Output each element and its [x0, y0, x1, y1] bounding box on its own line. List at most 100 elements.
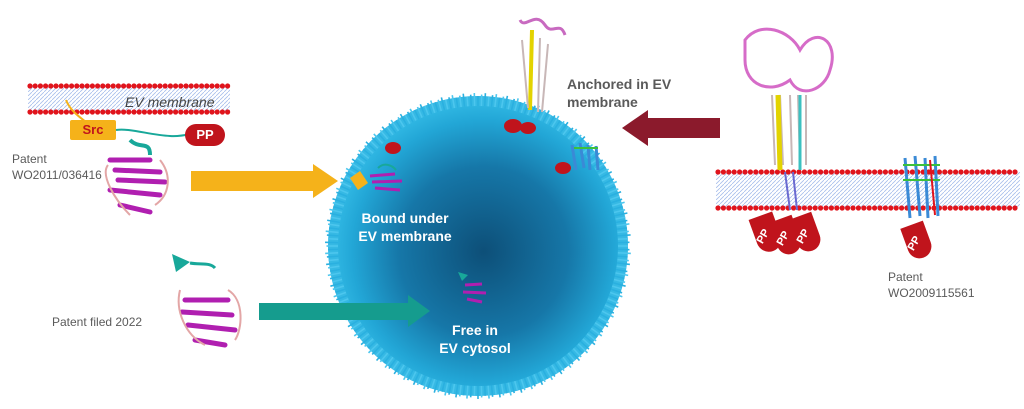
lipid-head — [43, 83, 49, 89]
lipid-head — [37, 109, 44, 115]
lipid-head — [167, 109, 173, 115]
lipid-head — [764, 169, 770, 175]
lipid-head — [796, 169, 802, 175]
lipid-head — [877, 169, 883, 175]
anchored-label-line2: membrane — [567, 94, 638, 110]
lipid-head — [1001, 205, 1007, 211]
lipid-head — [791, 205, 797, 211]
lipid-head — [74, 83, 80, 89]
bound-label-line1: Bound under — [361, 210, 449, 226]
lipid-head — [225, 109, 231, 115]
lipid-head — [131, 83, 137, 89]
lipid-head — [877, 205, 883, 211]
lipid-head — [780, 169, 786, 175]
lipid-head — [89, 109, 95, 115]
patent-right-title: Patent — [888, 270, 923, 284]
lipid-head — [84, 83, 90, 89]
lipid-head — [115, 83, 121, 89]
patent-filed-label: Patent filed 2022 — [52, 315, 143, 329]
lipid-head — [147, 109, 153, 115]
src-label: Src — [82, 122, 104, 137]
lipid-head — [855, 205, 862, 211]
lipid-head — [178, 109, 184, 115]
lipid-head — [926, 169, 932, 175]
lipid-head — [193, 83, 199, 89]
lipid-head — [136, 83, 142, 89]
lipid-head — [58, 83, 64, 89]
lipid-head — [1007, 169, 1013, 175]
lipid-head — [845, 205, 851, 211]
lipid-head — [947, 205, 953, 211]
lipid-head — [43, 109, 49, 115]
lipid-head — [209, 83, 215, 89]
lipid-head — [105, 109, 111, 115]
lipid-head — [110, 83, 116, 89]
pp-label-left: PP — [196, 127, 214, 142]
lipid-head — [866, 205, 872, 211]
lipid-head — [845, 169, 851, 175]
lipid-head — [204, 109, 210, 115]
lipid-head — [147, 83, 153, 89]
free-label-line2: EV cytosol — [439, 340, 511, 356]
patent-left-number: WO2011/036416 — [12, 168, 102, 182]
lipid-head — [173, 83, 179, 89]
lipid-head — [953, 169, 959, 175]
lipid-head — [920, 205, 926, 211]
lipid-head — [209, 109, 215, 115]
anchored-label-line1: Anchored in EV — [567, 76, 672, 92]
lipid-head — [828, 169, 835, 175]
lipid-head — [79, 109, 85, 115]
lipid-head — [969, 169, 975, 175]
lipid-head — [100, 83, 106, 89]
lipid-head — [219, 109, 225, 115]
lipid-head — [985, 169, 991, 175]
lipid-head — [969, 205, 975, 211]
lipid-head — [715, 205, 721, 211]
lipid-head — [769, 169, 775, 175]
lipid-head — [141, 83, 147, 89]
left-membrane — [27, 83, 231, 115]
lipid-head — [105, 83, 111, 89]
lipid-head — [95, 83, 101, 89]
lipid-head — [126, 83, 132, 89]
lipid-head — [990, 205, 997, 211]
lipid-head — [27, 83, 33, 89]
lipid-head — [747, 169, 754, 175]
lipid-head — [79, 83, 85, 89]
lipid-head — [737, 169, 743, 175]
lipid-head — [84, 109, 90, 115]
patent-left-title: Patent — [12, 152, 47, 166]
right-membrane — [715, 169, 1020, 211]
lipid-head — [731, 169, 737, 175]
lipid-head — [742, 205, 748, 211]
protein-complex-right — [743, 27, 940, 219]
lipid-head — [100, 109, 106, 115]
protein-ribbon-bottom — [172, 254, 242, 348]
lipid-head — [37, 83, 44, 89]
lipid-head — [162, 109, 168, 115]
lipid-head — [823, 169, 829, 175]
lipid-head — [823, 205, 829, 211]
lipid-head — [812, 205, 818, 211]
lipid-head — [834, 169, 840, 175]
lipid-head — [866, 169, 872, 175]
pp-tag-left — [185, 124, 225, 146]
lipid-head — [63, 109, 69, 115]
arrow-maroon — [622, 110, 720, 146]
lipid-head — [214, 83, 220, 89]
src-anchor — [65, 99, 116, 140]
lipid-head — [1007, 205, 1013, 211]
lipid-head — [899, 205, 905, 211]
lipid-head — [974, 169, 980, 175]
free-label-line1: Free in — [452, 322, 498, 338]
lipid-head — [141, 109, 147, 115]
lipid-head — [167, 83, 173, 89]
lipid-head — [162, 83, 168, 89]
lipid-head — [942, 205, 948, 211]
lipid-head — [812, 169, 818, 175]
lipid-head — [872, 169, 878, 175]
lipid-head — [834, 205, 840, 211]
lipid-head — [131, 109, 137, 115]
lipid-head — [173, 109, 179, 115]
lipid-head — [48, 109, 54, 115]
